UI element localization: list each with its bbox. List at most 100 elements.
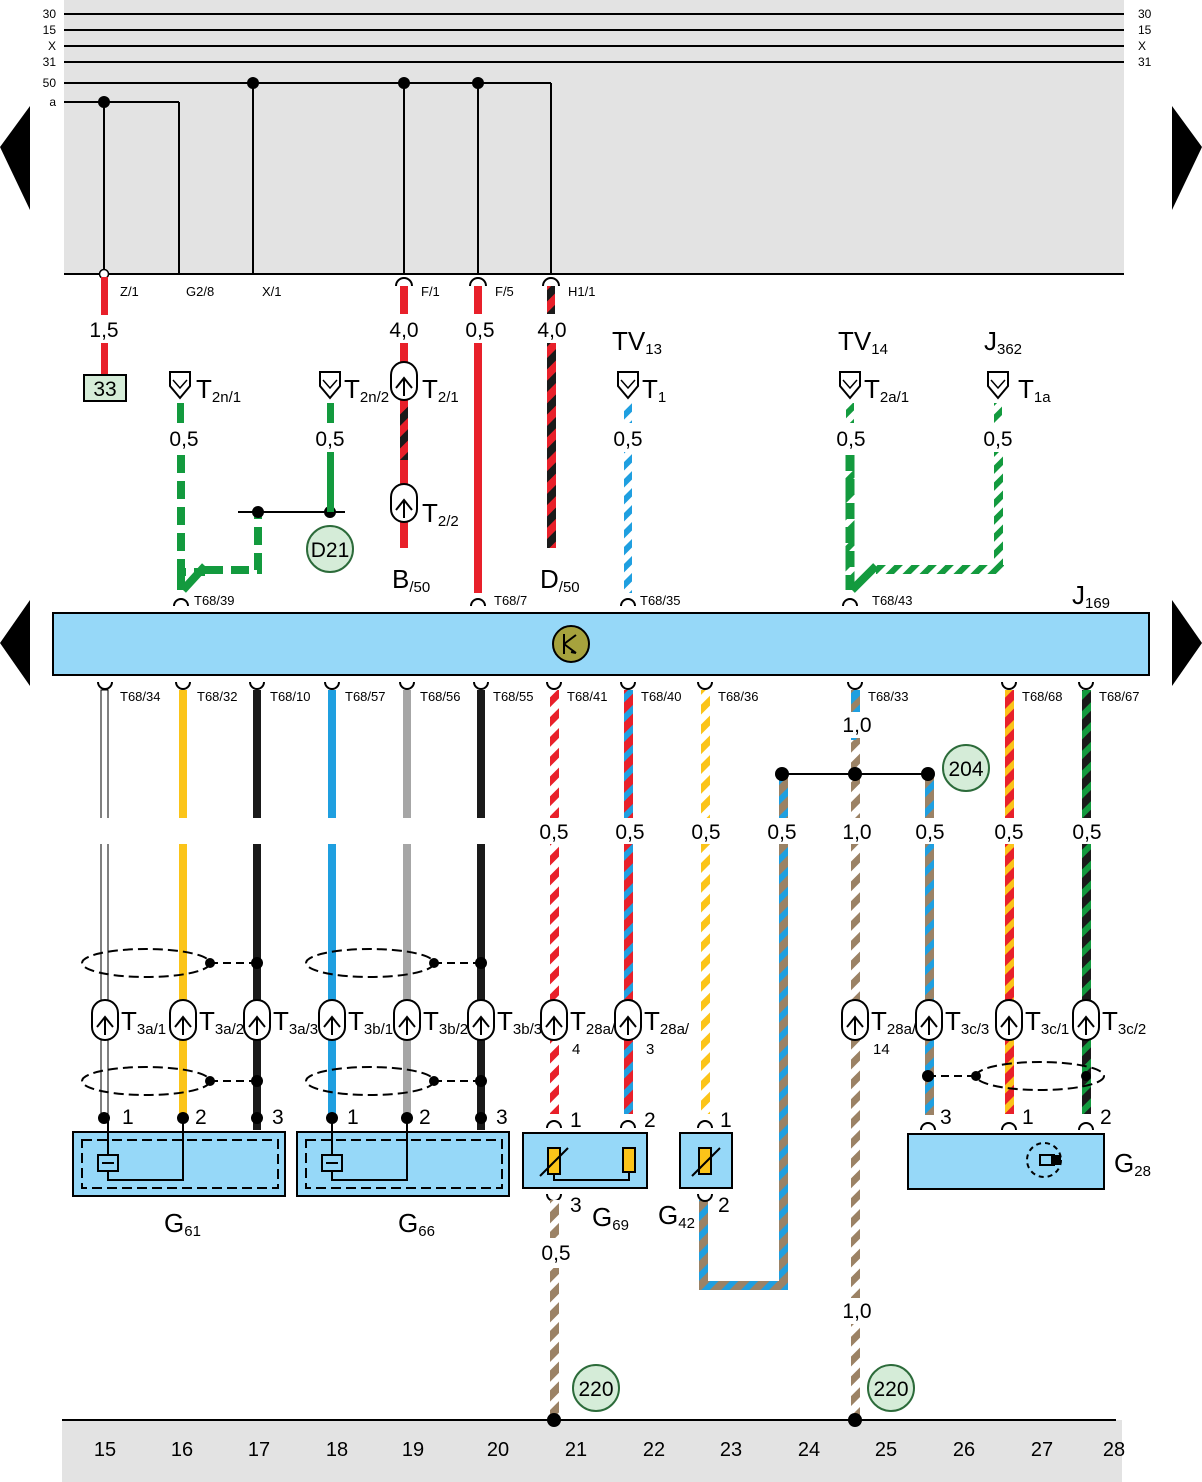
sensor-icon (321, 1118, 408, 1181)
terminal-label: Z/1 (120, 284, 139, 299)
wire-red-blue (624, 690, 633, 1114)
wire-size: 0,5 (613, 428, 642, 451)
ref-box-label: 33 (93, 378, 116, 401)
junction (775, 767, 789, 781)
wire-brown-blue (925, 775, 934, 1115)
connector-label: 3 (646, 1041, 654, 1058)
terminal-cup (395, 277, 413, 287)
rail-label: 15 (43, 23, 57, 37)
connector-t1[interactable] (617, 371, 639, 400)
wire-red-white (550, 690, 559, 1114)
pin-number: 2 (1100, 1106, 1112, 1129)
wire-size: 0,5 (994, 821, 1023, 844)
terminal-cup (469, 277, 487, 287)
g66-label: G66 (398, 1208, 435, 1240)
column-number: 21 (565, 1439, 587, 1461)
wire-size: 0,5 (615, 821, 644, 844)
junction (848, 1413, 862, 1427)
wire-blue (328, 690, 336, 1114)
wire-blue-white (624, 403, 632, 423)
ecu-pin-label: T68/56 (420, 689, 460, 704)
connector-label: T28a/ (644, 1006, 690, 1038)
thermistor-icon (539, 1147, 636, 1181)
wire-brown-blue (699, 1200, 708, 1290)
wire-black (253, 690, 261, 1130)
wire-size: 0,5 (315, 428, 344, 451)
connector-t1a[interactable] (987, 371, 1009, 400)
rail-label: X (1138, 39, 1146, 53)
ecu-pin-label: T68/10 (270, 689, 310, 704)
sensor-shield (81, 1139, 279, 1189)
pin-numbers: 1 2 3 1 2 3 1 2 1 3 2 3 1 2 (122, 1106, 1112, 1217)
column-number: 16 (171, 1439, 193, 1461)
connector-label: T2a/1 (864, 374, 909, 406)
ecu-j169[interactable] (52, 612, 1150, 676)
ecu-pin-label: T68/33 (868, 689, 908, 704)
wire-brown-blue (779, 775, 788, 1290)
rail-label: a (49, 95, 56, 109)
d50-label: D/50 (540, 564, 580, 596)
connector-t2a1[interactable] (839, 371, 861, 400)
connector-t21[interactable] (390, 361, 418, 401)
wire-yellow (179, 690, 187, 1114)
ground-badge-204 (942, 744, 990, 792)
wire-green-white (994, 403, 1002, 423)
ecu-bottom-pin-labels: T68/34 T68/32 T68/10 T68/57 T68/56 T68/5… (120, 689, 1139, 704)
panel-junctions (98, 77, 484, 108)
pin-number: 3 (272, 1106, 284, 1129)
connector-t2n1[interactable] (169, 371, 191, 400)
wire-size: 4,0 (389, 319, 418, 342)
ecu-pin-label: T68/67 (1099, 689, 1139, 704)
wire-size: 0,5 (1072, 821, 1101, 844)
wire-blue-white (624, 452, 632, 593)
wire-size: 0,5 (836, 428, 865, 451)
wire-green (327, 452, 334, 512)
connector-t2n2[interactable] (319, 371, 341, 400)
ecu-pin-label: T68/41 (567, 689, 607, 704)
wire-size: 1,0 (842, 821, 871, 844)
sensor-g28[interactable] (907, 1133, 1105, 1190)
rail-label: 31 (1138, 55, 1152, 69)
rail-label: 31 (43, 55, 57, 69)
wire-green (180, 563, 208, 593)
connector-label: T3a/1 (121, 1006, 166, 1038)
junction (547, 1413, 561, 1427)
pin-number: 2 (718, 1194, 730, 1217)
connector-label: 14 (873, 1041, 890, 1058)
arrow-left-icon[interactable] (0, 106, 30, 210)
lower-connector-glyphs (96, 1015, 1095, 1035)
ground-label: 220 (578, 1378, 613, 1401)
pin-number: 2 (195, 1106, 207, 1129)
ecu-pin-label: T68/55 (493, 689, 533, 704)
supply-rails (64, 13, 1124, 275)
junction (921, 767, 935, 781)
column-number: 17 (248, 1439, 270, 1461)
ecu-name-label: J169 (1072, 580, 1110, 612)
wire-red-black (547, 286, 555, 314)
connector-label: T2n/2 (344, 374, 389, 406)
junction (252, 506, 264, 518)
transistor-icon (552, 625, 590, 663)
wire-size: 0,5 (915, 821, 944, 844)
connector-label: T3b/3 (497, 1006, 542, 1038)
terminal-label: G2/8 (186, 284, 214, 299)
ecu-bottom-pin-cups (97, 681, 1094, 690)
b50-label: B/50 (392, 564, 430, 596)
pin-number: 3 (570, 1194, 582, 1217)
ref-box-33 (83, 374, 127, 402)
arrow-left-icon[interactable] (0, 600, 30, 686)
column-number: 19 (402, 1439, 424, 1461)
pin-number: 1 (347, 1106, 359, 1129)
connector-t22[interactable] (390, 483, 418, 523)
ground-label: 220 (873, 1378, 908, 1401)
wire-size: 1,5 (89, 319, 118, 342)
wire-brown (851, 740, 860, 1420)
column-number: 23 (720, 1439, 742, 1461)
shield-junctions (205, 957, 1091, 1087)
pin-number: 3 (940, 1106, 952, 1129)
arrow-right-icon[interactable] (1172, 600, 1202, 686)
wire-green (327, 403, 334, 423)
arrow-right-icon[interactable] (1172, 106, 1202, 210)
pin-number: 2 (419, 1106, 431, 1129)
